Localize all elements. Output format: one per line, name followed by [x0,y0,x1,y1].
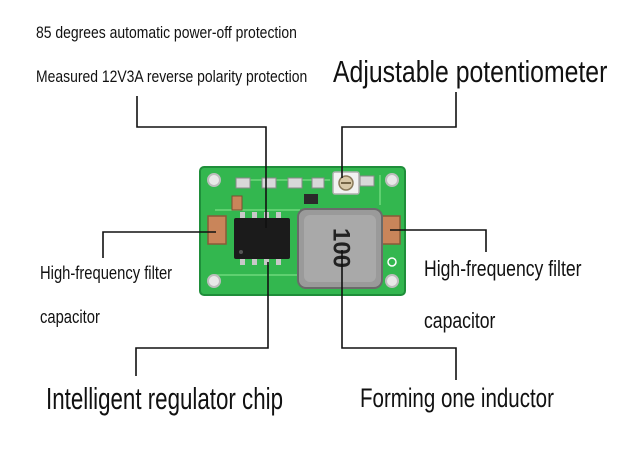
smd-components [231,175,375,211]
polarity-protection-label: Measured 12V3A reverse polarity protecti… [36,67,308,86]
leader-left-capacitor [102,231,216,258]
regulator-chip-label: Intelligent regulator chip [46,381,283,416]
inductor-marking: 100 [328,228,355,268]
mounting-hole-bottom-right [385,274,399,288]
potentiometer [332,171,360,195]
mounting-holes [207,173,399,288]
mounting-hole-top-right [385,173,399,187]
mounting-hole-bottom-left [207,274,221,288]
left-capacitor-label-line1: High-frequency filter [40,263,173,283]
leader-protection [136,96,267,228]
left-capacitor-label-line2: capacitor [40,307,100,327]
leader-lines [102,92,487,380]
potentiometer-label: Adjustable potentiometer [333,54,608,89]
inductor-label: Forming one inductor [360,383,554,413]
mounting-hole-top-left [207,173,221,187]
leader-inductor [341,250,457,380]
left-capacitor [207,215,227,245]
leader-right-capacitor [390,229,487,252]
regulator-chip [234,212,290,265]
inductor: 100 [297,208,383,289]
leader-regulator-chip [135,262,269,376]
leader-potentiometer [341,92,457,178]
right-capacitor-label-line2: capacitor [424,308,496,333]
temperature-protection-label: 85 degrees automatic power-off protectio… [36,23,297,42]
right-capacitor-label-line1: High-frequency filter [424,256,582,281]
